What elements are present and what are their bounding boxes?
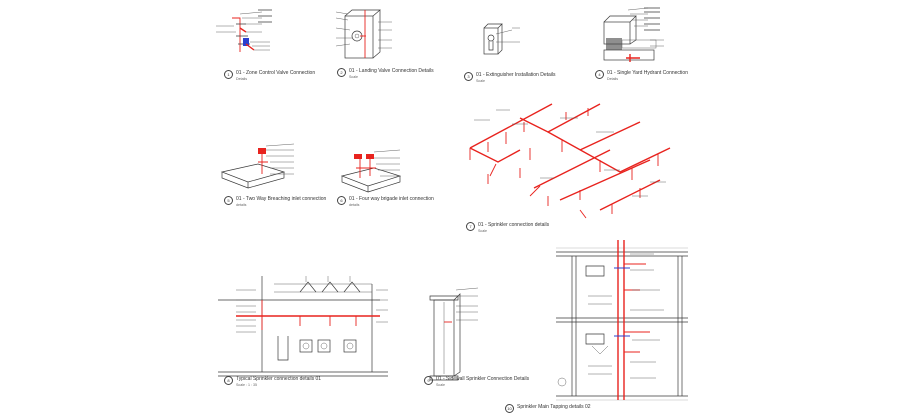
- detail-title-2: 01 - Landing Valve Connection Details: [349, 68, 434, 74]
- detail-title-1: 01 - Zone Control Valve Connection: [236, 70, 316, 76]
- detail-title-6: 01 - Four way brigade inlet connection: [349, 196, 434, 202]
- detail-scale-2: Scale: [349, 75, 358, 79]
- detail-number-3: 3: [464, 72, 473, 81]
- detail-title-7: 01 - Sprinkler connection details: [478, 222, 550, 228]
- detail-caption-9: 9 01 - Sidewall Sprinkler Connection Det…: [424, 376, 529, 388]
- extinguisher-drawing: [483, 23, 520, 55]
- detail-number-7: 7: [466, 222, 475, 231]
- detail-title-5: 01 - Two Way Breaching inlet connection: [236, 196, 327, 202]
- detail-number-8: 8: [224, 376, 233, 385]
- detail-caption-8: 8 Typical Sprinkler connection details 0…: [224, 376, 321, 388]
- detail-scale-4: Details: [607, 77, 618, 81]
- detail-caption-4: 4 01 - Single Yard Hydrant Connection De…: [595, 70, 688, 82]
- detail-scale-5: details: [236, 203, 247, 207]
- detail-number-5: 5: [224, 196, 233, 205]
- detail-scale-3: Scale: [476, 79, 485, 83]
- detail-number-9: 9: [424, 376, 433, 385]
- two-way-inlet-drawing: [220, 143, 295, 189]
- detail-title-3: 01 - Extinguisher Installation Details: [476, 72, 556, 78]
- detail-caption-1: 1 01 - Zone Control Valve Connection Det…: [224, 70, 315, 82]
- detail-title-10: Sprinkler Main Tapping details 02: [517, 404, 591, 410]
- yard-hydrant-drawing: [603, 7, 664, 62]
- landing-valve-drawing: [335, 9, 392, 59]
- detail-caption-6: 6 01 - Four way brigade inlet connection…: [337, 196, 434, 208]
- detail-scale-8: Scale : 1 : 35: [236, 383, 257, 387]
- detail-title-9: 01 - Sidewall Sprinkler Connection Detai…: [436, 376, 530, 382]
- detail-caption-3: 3 01 - Extinguisher Installation Details…: [464, 72, 556, 84]
- detail-scale-1: Details: [236, 77, 247, 81]
- detail-caption-2: 2 01 - Landing Valve Connection Details …: [337, 68, 434, 80]
- detail-scale-7: Scale: [478, 229, 487, 233]
- detail-number-10: 10: [505, 404, 514, 413]
- detail-caption-5: 5 01 - Two Way Breaching inlet connectio…: [224, 196, 326, 208]
- detail-title-4: 01 - Single Yard Hydrant Connection: [607, 70, 688, 76]
- detail-caption-7: 7 01 - Sprinkler connection details Scal…: [466, 222, 549, 234]
- detail-number-2: 2: [337, 68, 346, 77]
- detail-scale-6: details: [349, 203, 360, 207]
- detail-number-6: 6: [337, 196, 346, 205]
- sidewall-sprinkler-drawing: [429, 287, 479, 381]
- detail-scale-9: Scale: [436, 383, 445, 387]
- four-way-inlet-drawing: [340, 149, 402, 193]
- sprinkler-isometric-drawing: [469, 103, 671, 219]
- detail-caption-10: 10 Sprinkler Main Tapping details 02: [505, 404, 591, 413]
- zone-control-valve-drawing: [216, 9, 272, 52]
- typical-sprinkler-section-drawing: [218, 276, 388, 377]
- detail-title-8: Typical Sprinkler connection details 01: [236, 376, 322, 382]
- detail-number-1: 1: [224, 70, 233, 79]
- detail-number-4: 4: [595, 70, 604, 79]
- main-tapping-section-drawing: [556, 240, 688, 401]
